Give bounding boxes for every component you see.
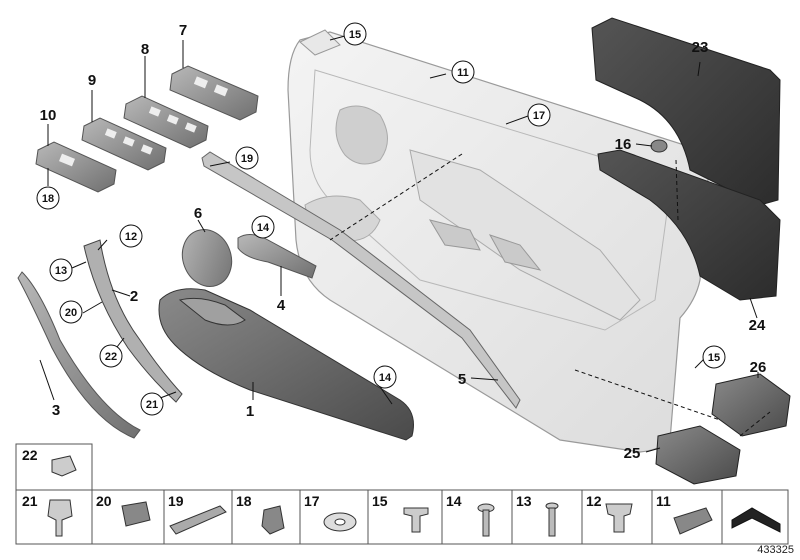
strip-19-icon [169,505,227,535]
callout-label: 23 [692,39,709,56]
callout-label: 4 [277,297,286,314]
cell-label: 22 [22,447,38,463]
clip-22-icon [51,455,77,477]
cell-label: 11 [656,493,671,509]
armrest [158,288,414,441]
nut-12-icon [605,503,633,533]
callout-label: 6 [194,205,202,222]
callout-label: 19 [241,153,253,165]
callout-label: 12 [125,231,137,243]
callout-labels: 1 2 3 4 5 6 7 8 9 10 16 23 24 25 26 [40,22,767,462]
carrier [83,239,183,403]
cell-label: 19 [168,493,184,509]
callout-label: 24 [749,317,766,334]
callout-label: 2 [130,288,138,305]
sound-insulation [591,17,781,206]
cell-label: 18 [236,493,252,509]
callout-label: 18 [42,193,54,205]
callout-label: 14 [257,222,270,234]
callout-label: 10 [40,107,57,124]
dashed-lines [329,153,771,437]
switch-bezel-10 [35,141,117,193]
foam-pad [597,149,781,301]
switch-bezel-7 [169,65,259,121]
clip-20-icon [121,501,151,527]
cell-label: 13 [516,493,532,509]
clip-18-icon [261,505,285,535]
cell-label: 17 [304,493,320,509]
callout-label: 5 [458,371,466,388]
cell-label: 21 [22,493,38,509]
bracket-26 [711,373,791,437]
door-trim-panel [287,29,710,453]
callout-label: 22 [105,351,117,363]
clip-11-icon [673,507,713,535]
cell-label: 12 [586,493,602,509]
callout-label: 25 [624,445,641,462]
callout-label: 17 [533,110,545,122]
speaker-cover [181,229,233,287]
switch-bezel-9 [81,117,167,171]
callout-label: 7 [179,22,187,39]
diagram-id: 433325 [757,544,794,556]
parts-table: 22 21 20 19 18 17 15 14 13 12 11 [15,443,789,545]
callout-label: 1 [246,403,254,420]
cell-label: 15 [372,493,388,509]
nut-hole-icon [334,518,346,526]
callout-label: 8 [141,41,149,58]
callout-label: 16 [615,136,632,153]
bracket-25 [655,425,741,485]
clip-21-icon [47,499,73,537]
trim-strip [201,151,521,409]
curved-trim [17,271,141,439]
cell-label: 20 [96,493,112,509]
circled-callouts: 11 12 13 14 14 15 15 17 18 19 20 21 22 [36,22,726,416]
screw-shaft-icon [482,509,490,537]
callout-label: 26 [750,359,767,376]
door-handle [237,234,317,279]
cell-label: 14 [446,493,462,509]
table-cell [367,489,443,545]
bolt-shaft-icon [548,507,556,537]
callout-label: 21 [146,399,158,411]
clip-15-icon [403,507,429,533]
arrow-symbol-icon [731,507,781,533]
callout-label: 9 [88,72,96,89]
table-cell [441,489,513,545]
callout-label: 11 [457,67,469,79]
clip-16 [650,139,668,153]
callout-label: 14 [379,372,392,384]
callout-label: 15 [349,29,361,41]
switch-bezel-8 [123,95,209,149]
callout-label: 13 [55,265,67,277]
callout-label: 3 [52,402,60,419]
callout-label: 15 [708,352,720,364]
callout-label: 20 [65,307,77,319]
